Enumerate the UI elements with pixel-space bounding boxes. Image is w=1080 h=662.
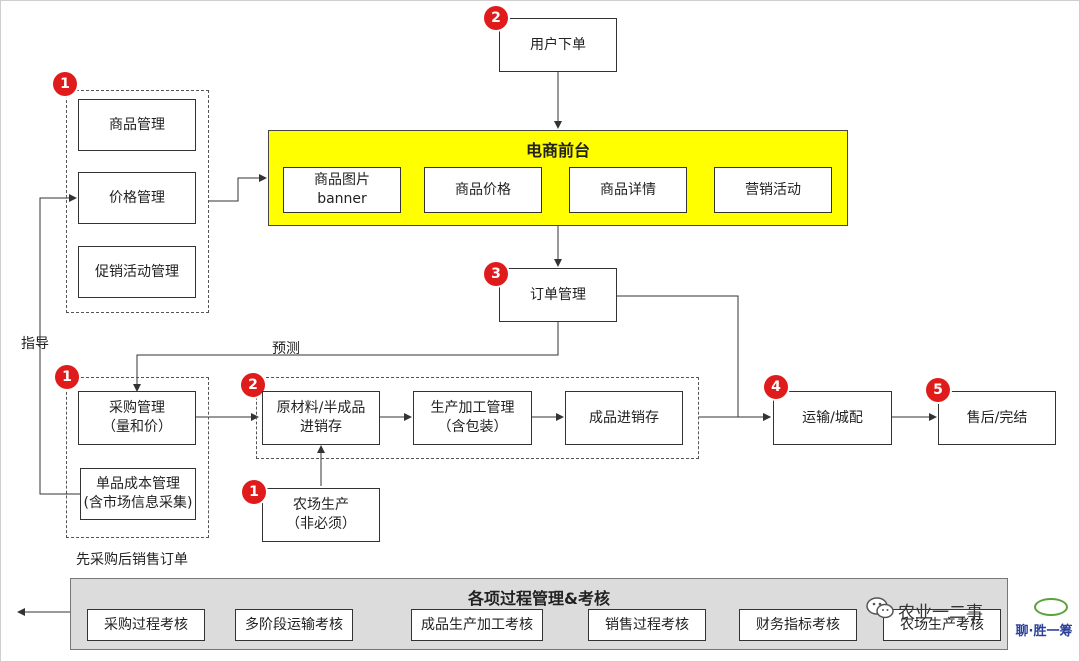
- badge-purchase: 1: [55, 365, 79, 389]
- ecom-item-price: 商品价格: [424, 167, 542, 213]
- transport-box: 运输/城配: [773, 391, 892, 445]
- ecom-item-marketing: 营销活动: [714, 167, 832, 213]
- assessment-sales: 销售过程考核: [588, 609, 706, 641]
- watermark-logo: 聊·胜一筹: [1012, 598, 1076, 650]
- purchase-mgmt-box: 采购管理 （量和价）: [78, 391, 196, 445]
- goods-group: [66, 90, 209, 313]
- logo-leaf-icon: [1034, 598, 1068, 616]
- purchase-caption: 先采购后销售订单: [76, 552, 188, 568]
- badge-goods-group: 1: [53, 72, 77, 96]
- badge-aftersale: 5: [926, 378, 950, 402]
- forecast-label: 预测: [272, 341, 300, 357]
- aftersale-box: 售后/完结: [938, 391, 1056, 445]
- badge-transport: 4: [764, 375, 788, 399]
- assessment-farm: 农场生产考核: [883, 609, 1001, 641]
- assessment-finance: 财务指标考核: [739, 609, 857, 641]
- wechat-icon: [866, 597, 894, 619]
- user-order-box: 用户下单: [499, 18, 617, 72]
- watermark-text: 农业一二事: [898, 603, 983, 623]
- ecommerce-frontend: 电商前台 商品图片 banner 商品价格 商品详情 营销活动: [268, 130, 848, 226]
- badge-production: 2: [241, 373, 265, 397]
- assessment-processing: 成品生产加工考核: [411, 609, 543, 641]
- arrow-goods-to-ecom: [208, 174, 267, 202]
- finished-goods-box: 成品进销存: [565, 391, 683, 445]
- promo-mgmt-box: 促销活动管理: [78, 246, 196, 298]
- arrow-order-to-purchase: [133, 322, 559, 392]
- badge-farm: 1: [242, 480, 266, 504]
- arrow-cost-to-price: [39, 194, 80, 495]
- badge-user-order: 2: [484, 6, 508, 30]
- unit-cost-box: 单品成本管理 (含市场信息采集): [80, 468, 196, 520]
- farm-production-box: 农场生产 （非必须）: [262, 488, 380, 542]
- purchase-group: [66, 377, 209, 538]
- guide-label: 指导: [21, 336, 49, 352]
- price-mgmt-box: 价格管理: [78, 172, 196, 224]
- production-group: [256, 377, 699, 459]
- order-mgmt-box: 订单管理: [499, 268, 617, 322]
- assessment-panel: 各项过程管理&考核 采购过程考核 多阶段运输考核 成品生产加工考核 销售过程考核…: [70, 578, 1008, 650]
- ecom-item-banner: 商品图片 banner: [283, 167, 401, 213]
- assessment-purchase: 采购过程考核: [87, 609, 205, 641]
- goods-mgmt-box: 商品管理: [78, 99, 196, 151]
- badge-order: 3: [484, 262, 508, 286]
- ecom-item-detail: 商品详情: [569, 167, 687, 213]
- assessment-transport: 多阶段运输考核: [235, 609, 353, 641]
- ecommerce-title: 电商前台: [525, 141, 590, 160]
- processing-box: 生产加工管理 （含包装）: [413, 391, 532, 445]
- raw-material-box: 原材料/半成品 进销存: [262, 391, 380, 445]
- logo-text: 聊·胜一筹: [1015, 624, 1073, 639]
- assessment-title: 各项过程管理&考核: [468, 589, 610, 608]
